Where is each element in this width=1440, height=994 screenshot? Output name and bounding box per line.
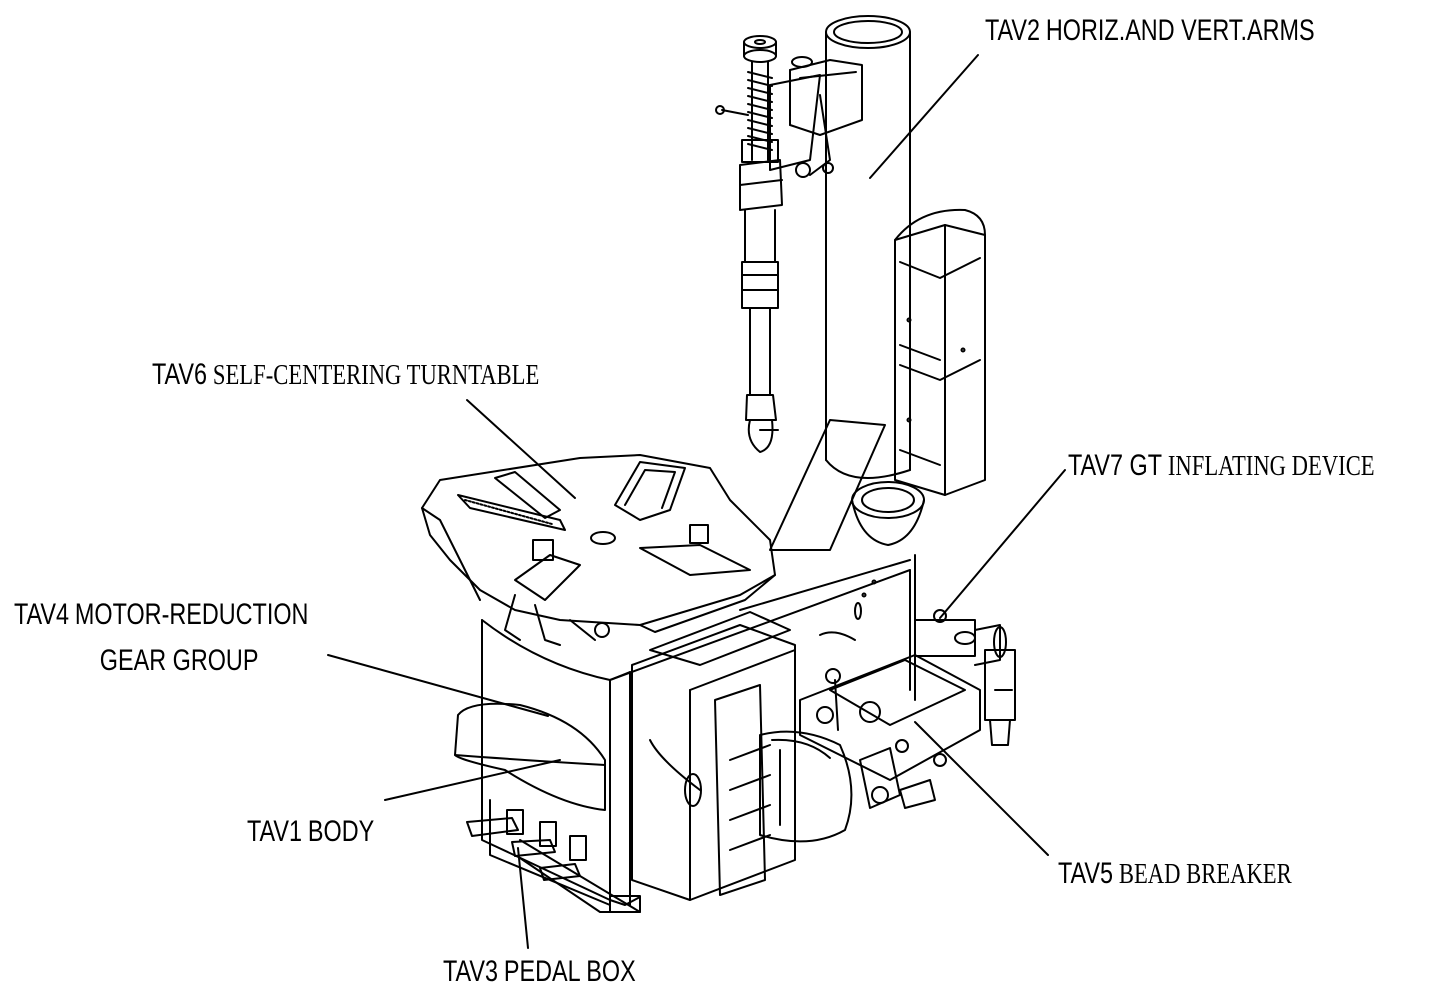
label-tav6: TAV6 SELF-CENTERING TURNTABLE <box>152 358 539 392</box>
machine-body <box>481 554 916 906</box>
horizontal-arm <box>769 56 863 178</box>
side-panel <box>631 611 796 901</box>
label-tav4-desc-line1: MOTOR-REDUCTION <box>74 598 309 631</box>
inflating-device <box>914 609 1016 746</box>
leader-tav7 <box>939 469 1066 619</box>
leader-tav6 <box>466 399 576 499</box>
leader-tav4 <box>327 654 549 717</box>
leader-lines <box>327 54 1066 949</box>
label-tav5-desc: BEAD BREAKER <box>1118 858 1292 890</box>
label-tav5: TAV5 BEAD BREAKER <box>1058 857 1292 891</box>
leader-tav3 <box>517 847 529 949</box>
leader-tav2 <box>869 54 979 179</box>
label-tav1-desc: BODY <box>307 815 375 848</box>
label-tav4-desc-line2: GEAR GROUP <box>99 644 259 677</box>
label-tav1: TAV1 BODY <box>247 815 374 849</box>
turntable <box>421 454 776 646</box>
label-tav3-code: TAV3 <box>443 955 499 988</box>
label-tav6-desc: SELF-CENTERING TURNTABLE <box>212 359 540 391</box>
label-tav2-desc: HORIZ.AND VERT.ARMS <box>1045 14 1315 47</box>
inflator-cup <box>851 481 925 546</box>
label-tav4: TAV4 MOTOR-REDUCTION GEAR GROUP <box>14 598 308 678</box>
leader-tav5 <box>914 721 1049 856</box>
label-tav7: TAV7 GT INFLATING DEVICE <box>1068 449 1375 483</box>
label-tav3-desc: PEDAL BOX <box>503 955 636 988</box>
motor-cover <box>454 702 606 811</box>
label-tav1-code: TAV1 <box>247 815 303 848</box>
bead-breaker-arm <box>799 654 981 809</box>
support-plate <box>769 419 886 551</box>
label-tav2-code: TAV2 <box>985 14 1041 47</box>
tool-tray <box>894 208 986 496</box>
pedal-box <box>466 799 641 913</box>
label-tav3: TAV3 PEDAL BOX <box>443 955 636 989</box>
bead-breaker-blade <box>759 730 853 843</box>
label-tav6-code: TAV6 <box>152 358 208 391</box>
label-tav7-code: TAV7 GT <box>1068 449 1163 482</box>
label-tav5-code: TAV5 <box>1058 857 1114 890</box>
vertical-column <box>825 15 911 479</box>
leader-tav1 <box>384 759 561 801</box>
label-tav7-desc: INFLATING DEVICE <box>1167 450 1375 482</box>
vertical-arm <box>715 35 783 453</box>
label-tav4-code: TAV4 <box>14 598 70 631</box>
label-tav2: TAV2 HORIZ.AND VERT.ARMS <box>985 14 1315 48</box>
